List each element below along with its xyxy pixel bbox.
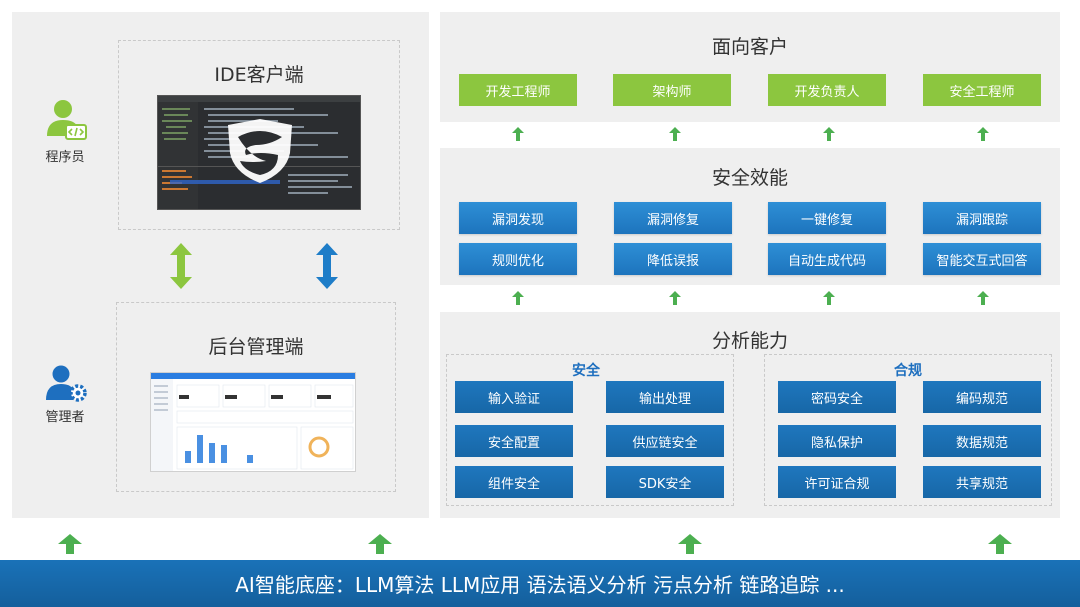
up-arrow-icon — [669, 127, 681, 141]
security-config: 安全配置 — [455, 425, 573, 457]
compliance-group-box — [764, 354, 1052, 506]
ai-foundation-label: AI智能底座：LLM算法 LLM应用 语法语义分析 污点分析 链路追踪 ... — [235, 573, 845, 597]
up-arrow-icon — [512, 291, 524, 305]
compliance-crypto: 密码安全 — [778, 381, 896, 413]
ide-screenshot-graphic — [158, 96, 360, 209]
compliance-coding-standard: 编码规范 — [923, 381, 1041, 413]
up-arrow-icon — [823, 127, 835, 141]
efficacy-auto-code-gen: 自动生成代码 — [768, 243, 886, 275]
base-up-arrow-icon — [678, 534, 702, 554]
security-supply-chain: 供应链安全 — [606, 425, 724, 457]
up-arrow-icon — [669, 291, 681, 305]
administrator-label: 管理者 — [45, 410, 85, 425]
admin-backend-box — [116, 302, 396, 492]
base-up-arrow-icon — [988, 534, 1012, 554]
programmer-label: 程序员 — [45, 150, 85, 165]
compliance-license: 许可证合规 — [778, 466, 896, 498]
security-group-box — [446, 354, 734, 506]
customer-architect: 架构师 — [613, 74, 731, 106]
security-input-validation: 输入验证 — [455, 381, 573, 413]
base-up-arrow-icon — [58, 534, 82, 554]
ide-client-title: IDE客户端 — [214, 64, 304, 86]
analysis-title: 分析能力 — [711, 330, 788, 352]
programmer-icon — [47, 100, 87, 140]
up-arrow-icon — [977, 291, 989, 305]
efficacy-vuln-tracking: 漏洞跟踪 — [923, 202, 1041, 234]
customer-dev-lead: 开发负责人 — [768, 74, 886, 106]
customer-security-engineer: 安全工程师 — [923, 74, 1041, 106]
compliance-privacy: 隐私保护 — [778, 425, 896, 457]
up-arrow-icon — [823, 291, 835, 305]
compliance-data-standard: 数据规范 — [923, 425, 1041, 457]
efficacy-vuln-discovery: 漏洞发现 — [459, 202, 577, 234]
security-group-title: 安全 — [572, 363, 600, 379]
admin-screenshot — [150, 372, 356, 472]
administrator-icon — [46, 365, 87, 402]
up-arrow-icon — [512, 127, 524, 141]
efficacy-title: 安全效能 — [711, 167, 788, 189]
admin-screenshot-graphic — [151, 373, 355, 471]
efficacy-one-click-fix: 一键修复 — [768, 202, 886, 234]
base-up-arrow-icon — [368, 534, 392, 554]
green-double-arrow-icon — [170, 243, 192, 289]
admin-backend-title: 后台管理端 — [208, 336, 304, 358]
compliance-group-title: 合规 — [894, 363, 922, 379]
efficacy-vuln-fix: 漏洞修复 — [614, 202, 732, 234]
customers-title: 面向客户 — [711, 36, 788, 58]
compliance-sharing-standard: 共享规范 — [923, 466, 1041, 498]
customer-dev-engineer: 开发工程师 — [459, 74, 577, 106]
ai-foundation-bar: AI智能底座：LLM算法 LLM应用 语法语义分析 污点分析 链路追踪 ... — [0, 560, 1080, 607]
security-output-handling: 输出处理 — [606, 381, 724, 413]
up-arrow-icon — [977, 127, 989, 141]
efficacy-interactive-answer: 智能交互式回答 — [923, 243, 1041, 275]
security-sdk: SDK安全 — [606, 466, 724, 498]
ide-client-box — [118, 40, 400, 230]
blue-double-arrow-icon — [316, 243, 338, 289]
efficacy-reduce-false-positive: 降低误报 — [614, 243, 732, 275]
efficacy-rule-optimization: 规则优化 — [459, 243, 577, 275]
security-component: 组件安全 — [455, 466, 573, 498]
ide-screenshot — [157, 95, 361, 210]
